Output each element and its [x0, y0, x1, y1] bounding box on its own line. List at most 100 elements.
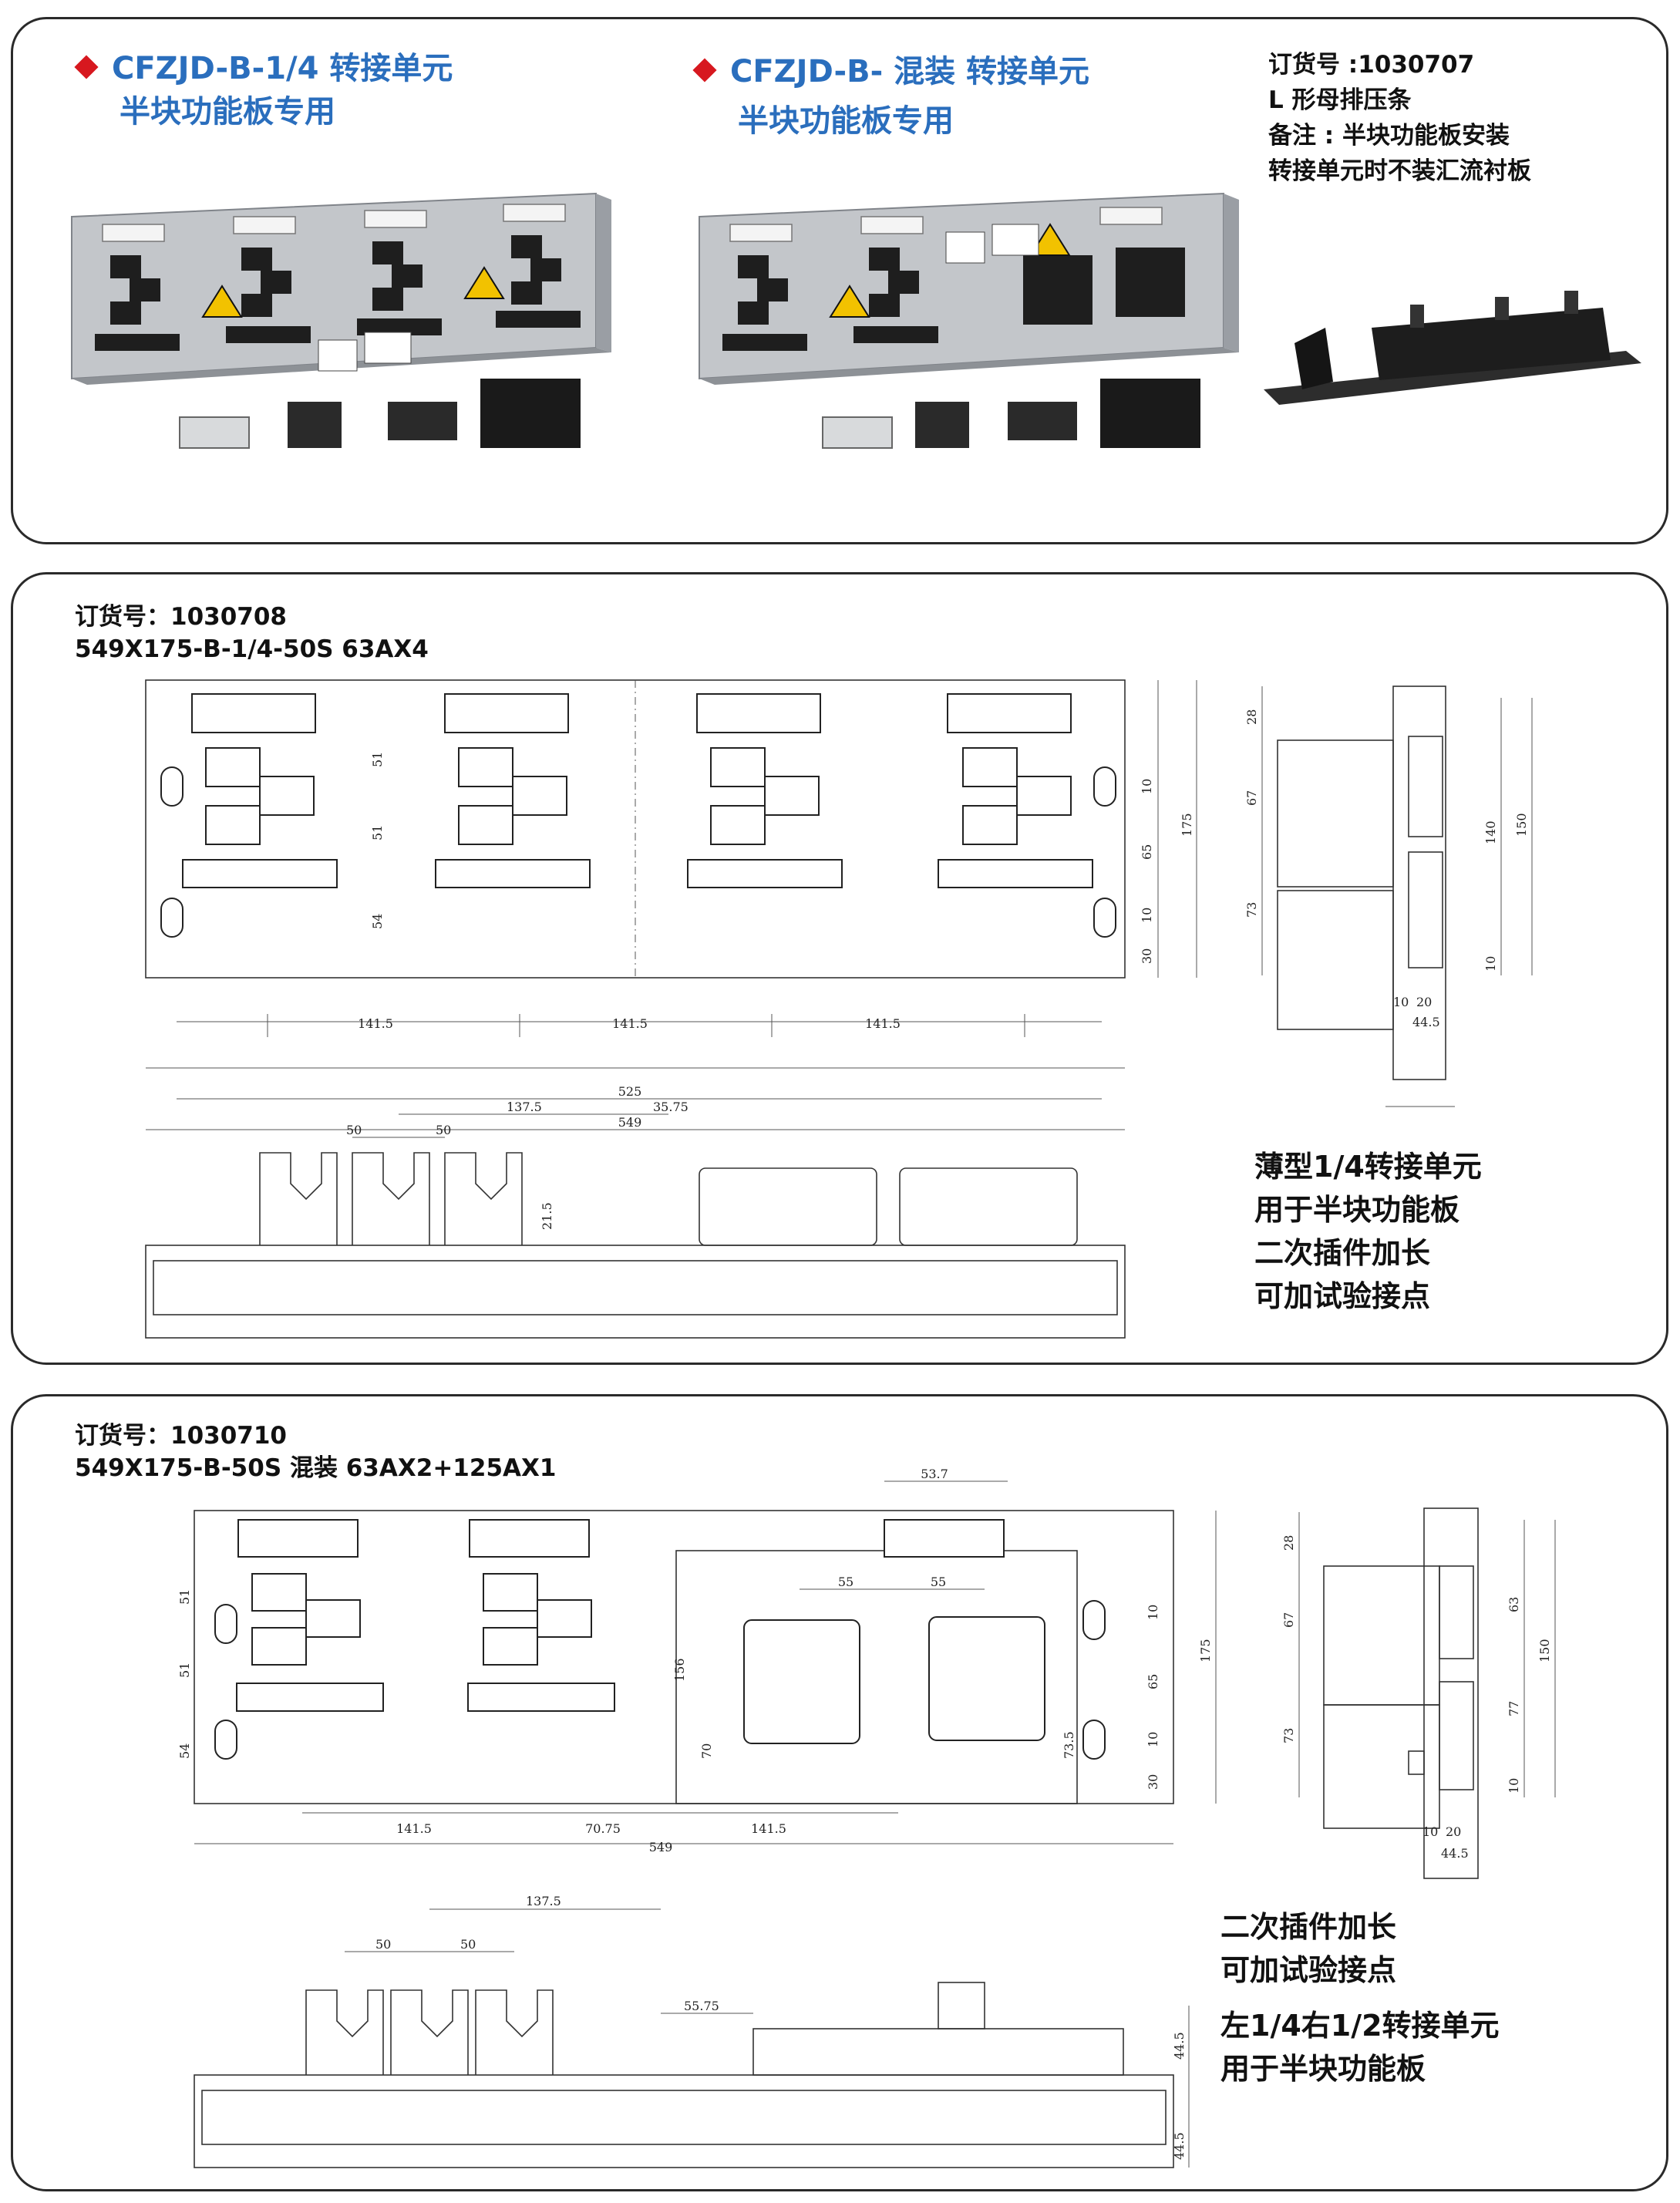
bottom-view-drawing	[194, 1908, 1190, 2168]
dim-right-2: 65	[1140, 844, 1154, 860]
side-dim-9: 44.5	[1412, 1015, 1440, 1029]
side-dim-10: 44.5	[1441, 1846, 1469, 1861]
side-dim-5: 150	[1514, 813, 1529, 837]
front-view-drawing: 141.5 141.5 141.5 525 549 51 51 54 10 65…	[145, 679, 1533, 1339]
side-view-drawing	[1261, 685, 1533, 1107]
bottom-dim-3: 50	[460, 1937, 476, 1952]
desc-line-4: 用于半块功能板	[1220, 2052, 1426, 2086]
bottom-dim-5: 21.5	[540, 1202, 554, 1230]
bottom-dim-6: 44.5	[1172, 2132, 1187, 2160]
description-block: 薄型1/4转接单元 用于半块功能板 二次插件加长 可加试验接点	[1254, 1145, 1482, 1318]
bottom-dim-1: 50	[346, 1123, 362, 1137]
dim-left-2: 51	[370, 825, 385, 840]
dim-height-175: 175	[1180, 813, 1194, 837]
dim-spacing-2: 141.5	[612, 1016, 648, 1031]
dim-left-2: 51	[177, 1662, 192, 1678]
note-part-name: L 形母排压条	[1268, 86, 1412, 114]
desc-line-1: 薄型1/4转接单元	[1254, 1150, 1482, 1184]
product1-photo	[71, 192, 611, 449]
dim-height-175: 175	[1198, 1639, 1213, 1662]
red-diamond-icon	[74, 55, 99, 79]
side-dim-4: 140	[1483, 820, 1498, 844]
dim-left-3: 54	[370, 914, 385, 929]
desc-line-2: 可加试验接点	[1220, 1953, 1397, 1987]
dim-right-4: 30	[1146, 1774, 1160, 1790]
side-dim-8: 20	[1416, 995, 1432, 1009]
red-diamond-icon	[692, 58, 717, 83]
side-dim-1: 28	[1281, 1535, 1296, 1551]
bottom-dim-1: 137.5	[526, 1894, 561, 1908]
dim-left-1: 51	[370, 752, 385, 767]
side-dim-4: 63	[1507, 1597, 1521, 1612]
bottom-dim-2: 50	[436, 1123, 451, 1137]
bottom-dim-4: 55.75	[684, 1999, 719, 2013]
desc-line-1: 二次插件加长	[1220, 1910, 1397, 1944]
side-dim-6: 10	[1483, 956, 1498, 972]
dim-width-549: 549	[649, 1840, 673, 1854]
note-block: 订货号 :1030707 L 形母排压条 备注 : 半块功能板安装 转接单元时不…	[1268, 47, 1531, 189]
dim-right-3: 10	[1140, 908, 1154, 923]
side-dim-3: 73	[1281, 1728, 1296, 1743]
side-dim-2: 67	[1281, 1612, 1296, 1628]
side-dim-1: 28	[1244, 709, 1259, 725]
dim-width-549: 549	[618, 1115, 642, 1130]
order-number: 订货号：1030710	[75, 1422, 287, 1450]
product1-subtitle: 半块功能板专用	[120, 94, 335, 130]
dim-spacing-3: 141.5	[865, 1016, 901, 1031]
dim-right-4: 30	[1140, 948, 1154, 964]
desc-line-3: 二次插件加长	[1254, 1236, 1431, 1270]
side-dim-7: 10	[1393, 995, 1409, 1009]
dim-spacing-1: 141.5	[358, 1016, 393, 1031]
note-remark-2: 转接单元时不装汇流衬板	[1268, 157, 1531, 185]
dim-spacing-2: 70.75	[585, 1821, 621, 1836]
dim-width-525: 525	[618, 1084, 642, 1099]
product-photo-panel: CFZJD-B-1/4 转接单元 半块功能板专用 CFZJD-B- 混装 转接单…	[11, 17, 1668, 544]
side-dim-3: 73	[1244, 902, 1259, 918]
dim-left-3: 54	[177, 1743, 192, 1759]
dim-right-2: 65	[1146, 1674, 1160, 1689]
side-dim-8: 10	[1422, 1824, 1438, 1839]
bottom-dim-2: 50	[375, 1937, 391, 1952]
note-remark-1: 备注 : 半块功能板安装	[1268, 122, 1510, 150]
dim-top-2: 55	[838, 1575, 853, 1589]
dim-right-1: 10	[1146, 1605, 1160, 1620]
model-code: 549X175-B-50S 混装 63AX2+125AX1	[75, 1454, 557, 1482]
desc-line-3: 左1/4右1/2转接单元	[1220, 2009, 1500, 2043]
note-order-no: 订货号 :1030707	[1268, 51, 1475, 79]
dim-spacing-1: 141.5	[396, 1821, 432, 1836]
dim-top-3: 55	[931, 1575, 946, 1589]
front-view-drawing: 141.5 70.75 141.5 549 53.7 55 55 51 51 5…	[177, 1467, 1556, 2168]
order-number: 订货号：1030708	[75, 603, 287, 631]
description-block-1: 二次插件加长 可加试验接点	[1220, 1905, 1396, 1992]
bottom-dim-4: 35.75	[653, 1100, 688, 1114]
side-dim-6: 77	[1507, 1701, 1521, 1716]
bottom-view-drawing	[145, 1113, 1126, 1339]
dim-right-3: 10	[1146, 1732, 1160, 1747]
side-dim-5: 150	[1537, 1639, 1552, 1662]
dim-left-1: 51	[177, 1589, 192, 1605]
side-dim-9: 20	[1446, 1824, 1461, 1839]
dim-inner-3: 73.5	[1062, 1731, 1076, 1759]
product2-subtitle: 半块功能板专用	[738, 103, 954, 139]
terminal-blocks	[191, 693, 1072, 733]
product1-title: CFZJD-B-1/4 转接单元	[74, 47, 453, 90]
dim-spacing-3: 141.5	[751, 1821, 786, 1836]
model-code: 549X175-B-1/4-50S 63AX4	[75, 635, 429, 663]
desc-line-2: 用于半块功能板	[1254, 1193, 1460, 1227]
busbar-strip-photo	[1264, 291, 1641, 405]
side-dim-2: 67	[1244, 790, 1259, 806]
product2-photo	[699, 192, 1239, 449]
bottom-dim-3: 137.5	[507, 1100, 542, 1114]
drawing-panel-1030710: 订货号：1030710 549X175-B-50S 混装 63AX2+125AX…	[11, 1394, 1668, 2191]
product2-title: CFZJD-B- 混装 转接单元	[692, 50, 1089, 93]
dim-inner-2: 70	[699, 1743, 714, 1759]
bottom-dim-5: 44.5	[1172, 2032, 1187, 2060]
description-block-2: 左1/4右1/2转接单元 用于半块功能板	[1220, 2004, 1500, 2090]
socket-outlines	[182, 747, 1093, 888]
side-dim-7: 10	[1507, 1778, 1521, 1794]
side-view-drawing	[1298, 1507, 1556, 1879]
dim-top-1: 53.7	[921, 1467, 948, 1481]
desc-line-4: 可加试验接点	[1254, 1279, 1431, 1313]
dim-right-1: 10	[1140, 779, 1154, 794]
drawing-panel-1030708: 订货号：1030708 549X175-B-1/4-50S 63AX4	[11, 572, 1668, 1365]
